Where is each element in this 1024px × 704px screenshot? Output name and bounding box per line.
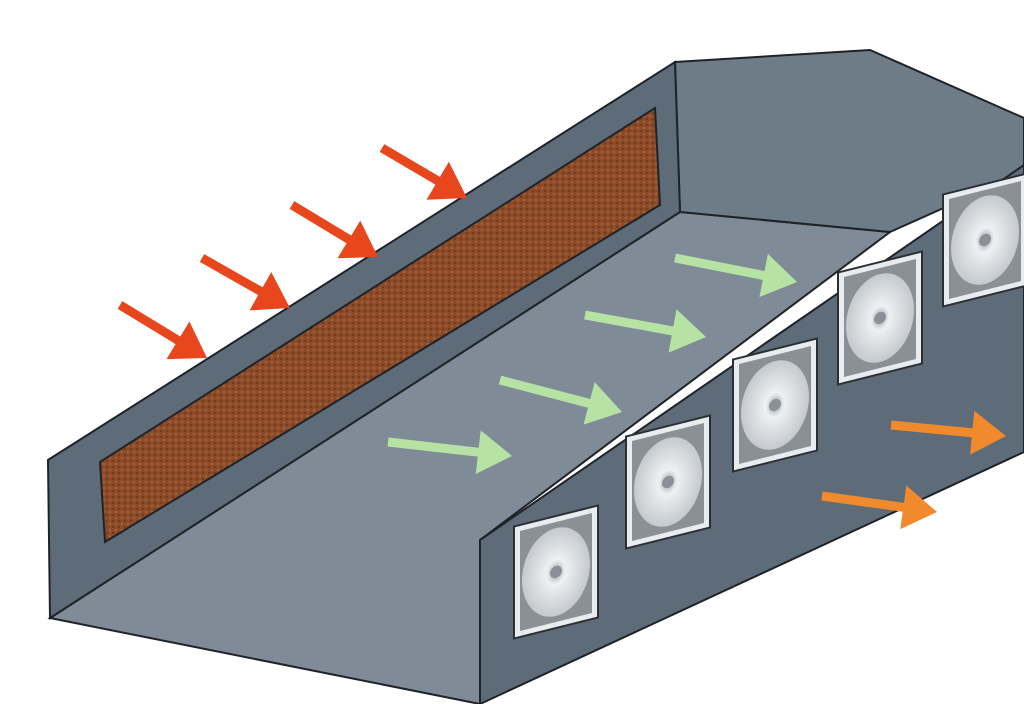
fan-icon [732,337,818,473]
airflow-arrows [117,144,1006,530]
exhaust-air-arrow-icon [821,485,937,530]
internal-air-arrow-icon [584,309,706,353]
internal-air-arrow-icon [498,375,622,425]
incoming-air-arrow-icon [289,201,378,259]
exhaust-fans [513,172,1024,640]
fan-icon [625,414,711,550]
fan-icon [942,172,1024,308]
fan-icon [513,504,599,640]
incoming-air-arrow-icon [199,254,290,311]
cooling-pad [98,106,662,544]
internal-air-arrow-icon [387,430,512,475]
incoming-air-arrow-icon [379,144,467,200]
incoming-air-arrow-icon [117,301,207,360]
exhaust-air-arrow-icon [890,410,1006,455]
fan-icon [837,250,923,386]
internal-air-arrow-icon [674,253,797,298]
